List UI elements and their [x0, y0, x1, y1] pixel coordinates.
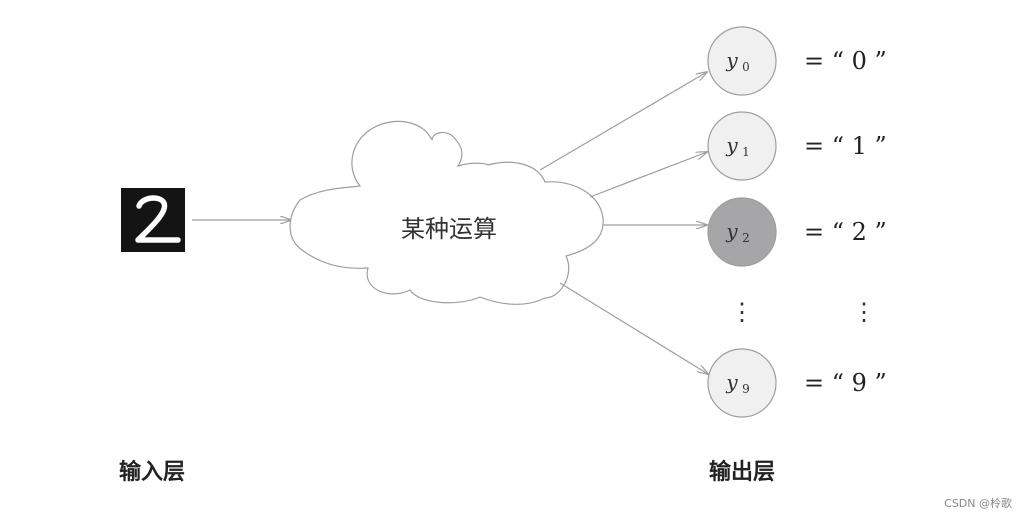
output-node-y9: y 9 [707, 348, 777, 418]
node-sub: 9 [742, 382, 750, 396]
arrow-to-y1 [589, 152, 707, 198]
output-value-1: = “ 1 ” [804, 132, 887, 160]
node-sub: 1 [742, 145, 750, 159]
node-circle [707, 111, 777, 181]
output-layer-label: 输出层 [709, 459, 775, 485]
input-digit-image [121, 188, 185, 252]
output-value-0: = “ 0 ” [804, 47, 887, 75]
output-node-y2: y 2 [707, 197, 777, 267]
output-arrows [539, 72, 708, 374]
node-circle [707, 348, 777, 418]
output-node-y0: y 0 [707, 26, 777, 96]
computation-cloud [289, 120, 604, 305]
arrow-to-y0 [539, 72, 707, 171]
node-var: y [725, 133, 738, 157]
node-var: y [725, 219, 738, 243]
watermark: CSDN @柃歌 [944, 496, 1012, 510]
arrow-to-y9 [559, 282, 708, 374]
output-value-9: = “ 9 ” [804, 369, 887, 397]
output-node-y1: y 1 [707, 111, 777, 181]
node-var: y [725, 370, 738, 394]
node-sub: 0 [742, 60, 750, 74]
node-circle [707, 26, 777, 96]
cloud-label: 某种运算 [401, 215, 497, 243]
output-value-2: = “ 2 ” [804, 218, 887, 246]
node-ellipsis: ⋮ [730, 298, 754, 326]
node-var: y [725, 48, 738, 72]
value-ellipsis: ⋮ [852, 298, 876, 326]
input-layer-label: 输入层 [119, 459, 185, 485]
node-circle-highlighted [707, 197, 777, 267]
node-sub: 2 [742, 231, 750, 245]
